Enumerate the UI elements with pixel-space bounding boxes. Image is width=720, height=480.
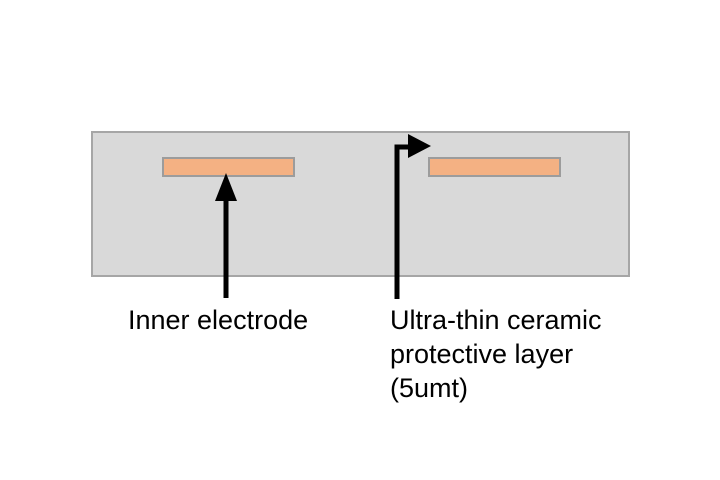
inner-electrode-left-rect [162, 157, 295, 177]
protective-layer-label: Ultra-thin ceramic protective layer (5um… [390, 303, 602, 405]
inner-electrode-right-rect [428, 157, 561, 177]
protective-layer-label-line3: (5umt) [390, 373, 469, 403]
ceramic-body-rect [91, 131, 630, 277]
protective-layer-label-line1: Ultra-thin ceramic [390, 305, 602, 335]
protective-layer-label-line2: protective layer [390, 339, 574, 369]
inner-electrode-label: Inner electrode [128, 305, 309, 335]
